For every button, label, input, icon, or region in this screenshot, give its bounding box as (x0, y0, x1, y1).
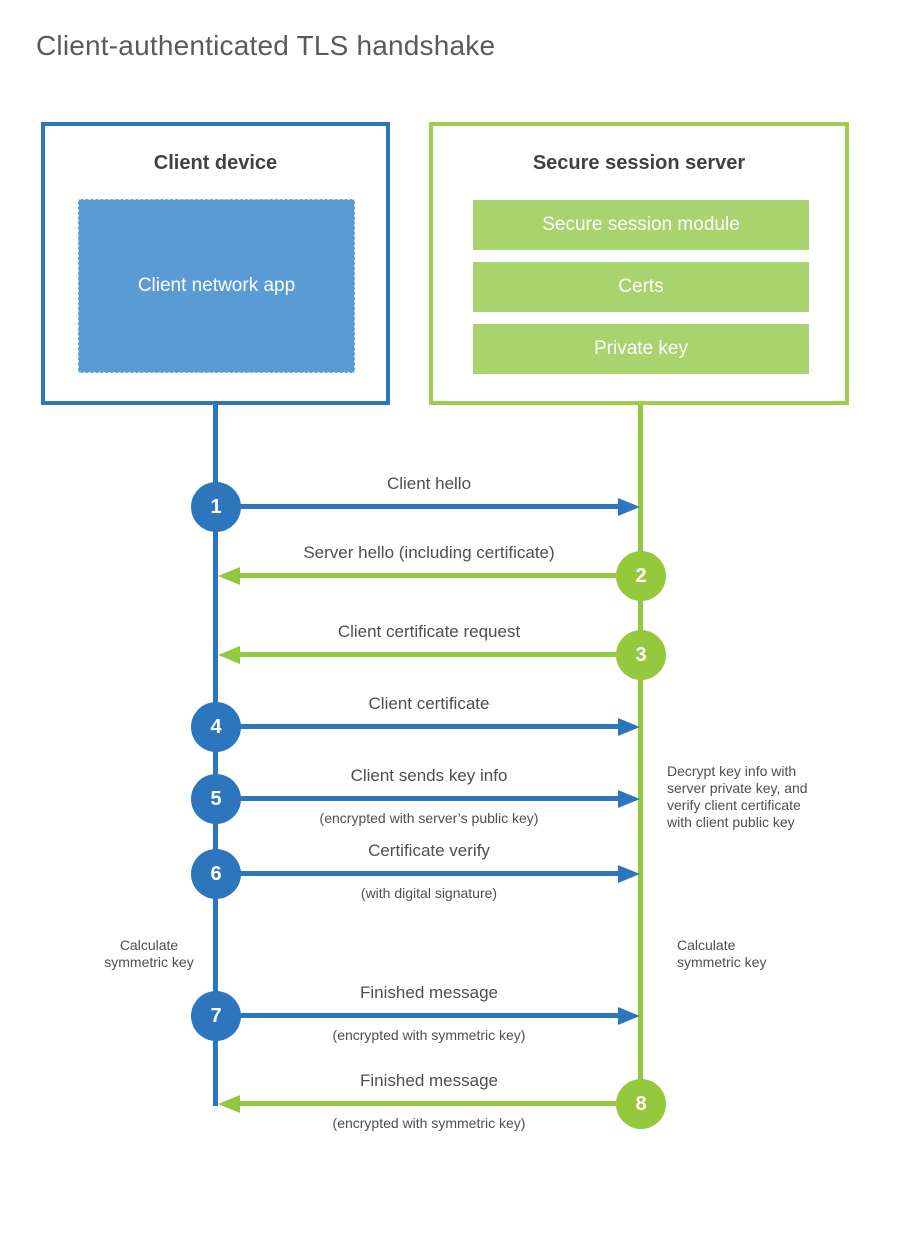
arrow-line (240, 724, 618, 729)
arrow-line (240, 796, 618, 801)
step-sublabel: (encrypted with symmetric key) (332, 1115, 526, 1131)
step-sublabel: (encrypted with symmetric key) (332, 1027, 526, 1043)
step-label: Server hello (including certificate) (303, 543, 555, 562)
arrow-head-icon (618, 718, 640, 736)
client-network-app-box: Client network app (78, 199, 355, 373)
step-number-badge: 5 (191, 774, 241, 824)
arrow-head-icon (618, 1007, 640, 1025)
decrypt-key-note: Decrypt key info with server private key… (667, 763, 808, 831)
arrow-line (240, 1101, 616, 1106)
arrow-head-icon (218, 646, 240, 664)
step-sublabel: (with digital signature) (360, 885, 498, 901)
calculate-symmetric-key-note-client: Calculate symmetric key (104, 937, 194, 971)
arrow-head-icon (218, 567, 240, 585)
step-label: Client sends key info (350, 766, 508, 785)
step-number-badge: 1 (191, 482, 241, 532)
arrow-line (240, 871, 618, 876)
step-number-badge: 6 (191, 849, 241, 899)
client-device-title: Client device (153, 152, 278, 174)
server-module-bar: Certs (473, 262, 809, 312)
arrow-line (240, 573, 616, 578)
client-network-app-label: Client network app (137, 275, 296, 297)
step-label: Client hello (386, 474, 472, 493)
page-title: Client-authenticated TLS handshake (36, 30, 496, 61)
arrow-line (240, 652, 616, 657)
step-number-badge: 7 (191, 991, 241, 1041)
step-label: Certificate verify (368, 841, 490, 860)
server-module-bar: Secure session module (473, 200, 809, 250)
step-number-badge: 8 (616, 1079, 666, 1129)
arrow-head-icon (218, 1095, 240, 1113)
step-label: Client certificate (368, 694, 490, 713)
client-device-box: Client device Client network app (41, 122, 390, 405)
server-title: Secure session server (532, 152, 746, 174)
step-number-badge: 2 (616, 551, 666, 601)
arrow-line (240, 1013, 618, 1018)
step-label: Client certificate request (337, 622, 521, 641)
step-sublabel: (encrypted with server’s public key) (319, 810, 539, 826)
calculate-symmetric-key-note-server: Calculate symmetric key (677, 937, 767, 971)
arrow-line (240, 504, 618, 509)
step-label: Finished message (360, 983, 498, 1002)
arrow-head-icon (618, 790, 640, 808)
arrow-head-icon (618, 865, 640, 883)
step-label: Finished message (360, 1071, 498, 1090)
server-lifeline (638, 405, 643, 1129)
server-module-bar: Private key (473, 324, 809, 374)
client-lifeline (213, 405, 218, 1106)
server-box: Secure session server Secure session mod… (429, 122, 849, 405)
step-number-badge: 3 (616, 630, 666, 680)
step-number-badge: 4 (191, 702, 241, 752)
arrow-head-icon (618, 498, 640, 516)
